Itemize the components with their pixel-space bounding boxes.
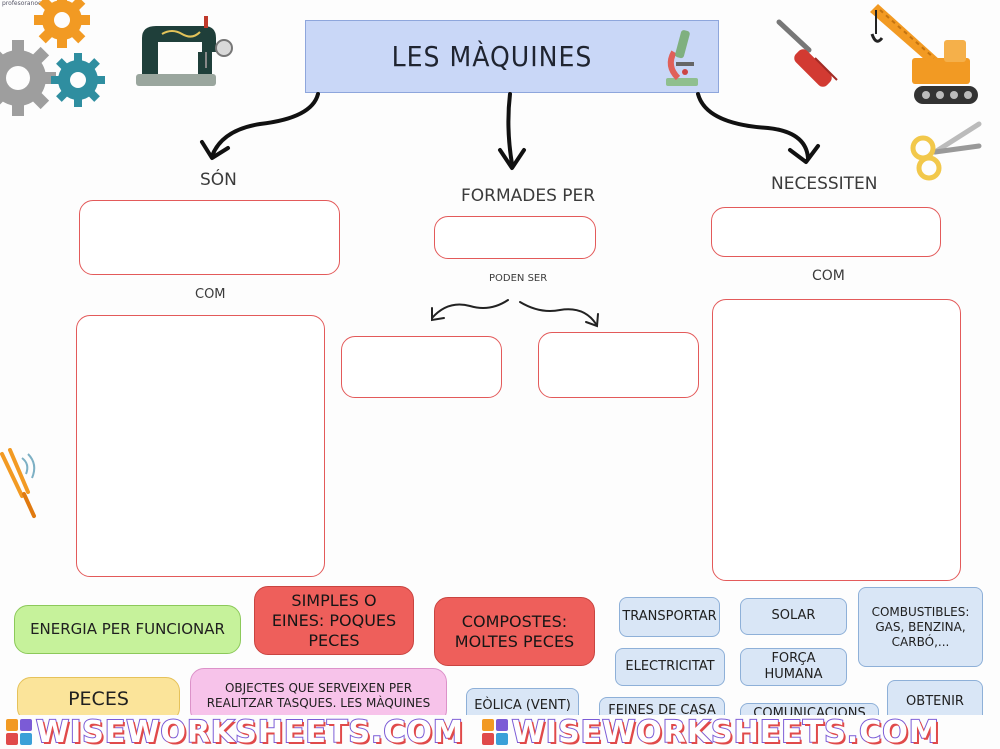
gears-icon bbox=[0, 0, 105, 116]
watermark-text: WISEWORKSHEETS.COM bbox=[511, 715, 940, 749]
logo-icon bbox=[6, 719, 32, 745]
chip-simples[interactable]: SIMPLES O EINES: POQUES PECES bbox=[254, 586, 414, 655]
chip-forca-humana[interactable]: FORÇA HUMANA bbox=[740, 648, 847, 686]
chip-solar[interactable]: SOLAR bbox=[740, 598, 847, 635]
drop-zone-son[interactable] bbox=[79, 200, 340, 275]
footer-watermark: WISEWORKSHEETS.COM WISEWORKSHEETS.COM bbox=[0, 715, 1000, 749]
arrow-center bbox=[506, 92, 514, 166]
chip-objectes[interactable]: OBJECTES QUE SERVEIXEN PER REALITZAR TAS… bbox=[190, 668, 447, 724]
chip-compostes[interactable]: COMPOSTES: MOLTES PECES bbox=[434, 597, 595, 666]
page-title: LES MÀQUINES bbox=[391, 40, 593, 73]
chip-combustibles[interactable]: COMBUSTIBLES: GAS, BENZINA, CARBÓ,... bbox=[858, 587, 983, 667]
logo-icon bbox=[481, 719, 508, 745]
label-formades-per: FORMADES PER bbox=[461, 186, 596, 206]
arrow-left bbox=[210, 92, 320, 158]
label-poden-ser: PODEN SER bbox=[489, 273, 548, 284]
drop-zone-com-left[interactable] bbox=[76, 315, 325, 577]
chip-electricitat[interactable]: ELECTRICITAT bbox=[615, 648, 725, 686]
drop-zone-com-right[interactable] bbox=[712, 299, 961, 581]
scissors-icon bbox=[910, 121, 982, 181]
screwdriver-icon bbox=[776, 19, 838, 87]
drop-zone-poden-ser-2[interactable] bbox=[538, 332, 699, 398]
arrow-small-right bbox=[519, 301, 597, 325]
label-com-right: COM bbox=[812, 268, 845, 284]
author-credit: profesoranoelia bbox=[2, 0, 49, 7]
arrow-right bbox=[696, 92, 810, 160]
title-box: LES MÀQUINES bbox=[305, 20, 719, 93]
chip-transportar[interactable]: TRANSPORTAR bbox=[619, 597, 720, 637]
label-son: SÓN bbox=[200, 170, 237, 190]
tuning-fork-icon bbox=[0, 448, 36, 518]
chip-peces[interactable]: PECES bbox=[17, 677, 180, 722]
label-com-left: COM bbox=[195, 287, 226, 302]
crane-icon bbox=[870, 4, 978, 104]
microscope-icon bbox=[666, 30, 698, 86]
drop-zone-poden-ser-1[interactable] bbox=[341, 336, 502, 398]
drop-zone-formades-per[interactable] bbox=[434, 216, 596, 259]
chip-energia[interactable]: ENERGIA PER FUNCIONAR bbox=[14, 605, 241, 654]
arrow-small-left bbox=[431, 299, 509, 319]
label-necessiten: NECESSITEN bbox=[771, 174, 878, 194]
watermark-text: WISEWORKSHEETS.COM bbox=[35, 715, 464, 749]
sewing-machine-icon bbox=[136, 16, 233, 86]
drop-zone-necessiten[interactable] bbox=[711, 207, 941, 257]
